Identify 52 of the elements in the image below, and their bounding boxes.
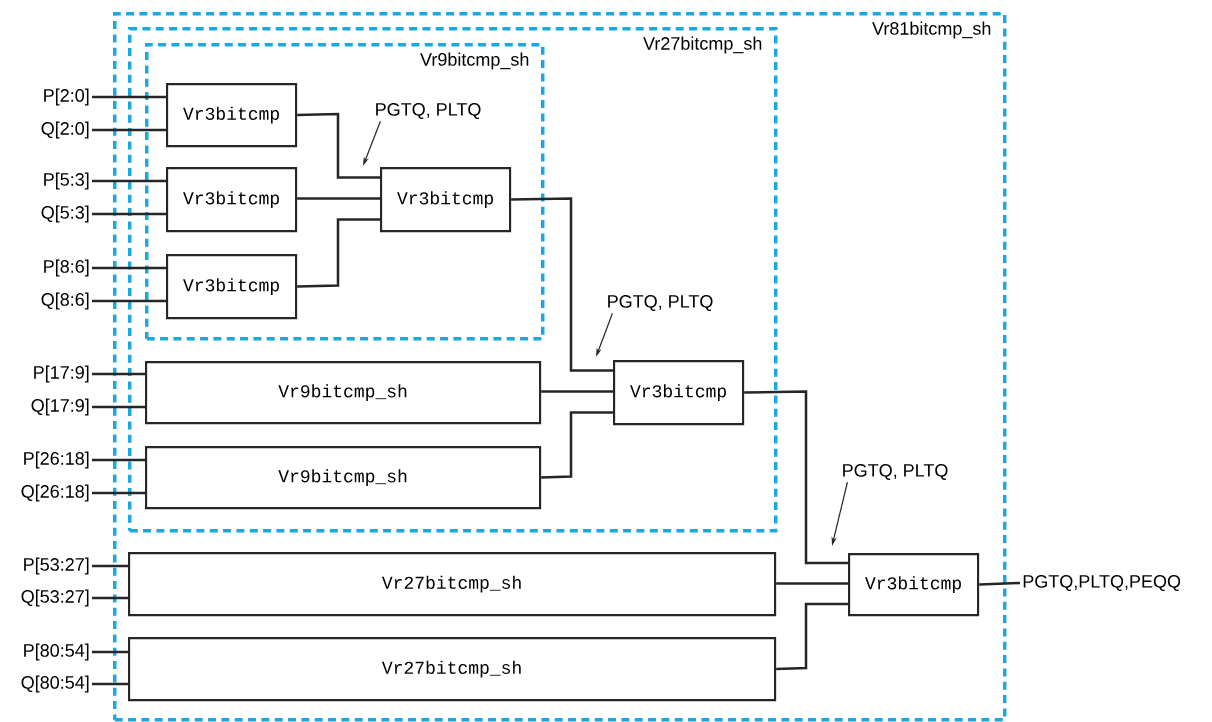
signal-label: Q[80:54]: [21, 675, 89, 693]
signal-label: P[5:3]: [44, 172, 89, 190]
module-box: Vr3bitcmp: [166, 83, 298, 148]
wire: [92, 95, 166, 99]
wire: [92, 372, 145, 376]
module-box: Vr3bitcmp: [166, 254, 298, 320]
signal-label: PGTQ, PLTQ: [843, 464, 948, 480]
module-box: Vr27bitcmp_sh: [128, 552, 777, 617]
wire: [92, 212, 166, 216]
wire: [92, 596, 128, 600]
module-box: Vr9bitcmp_sh: [145, 446, 542, 510]
wire: [541, 390, 613, 393]
module-box: Vr3bitcmp: [613, 360, 745, 426]
module-box: Vr9bitcmp_sh: [145, 361, 542, 425]
signal-label: Q[17:9]: [31, 398, 89, 416]
signal-label: P[26:18]: [24, 451, 89, 469]
wire: [92, 682, 128, 686]
wire: [744, 390, 848, 565]
module-box: Vr3bitcmp: [848, 553, 980, 617]
wire: [92, 299, 166, 303]
wire: [776, 582, 848, 585]
signal-label: Q[26:18]: [21, 484, 89, 502]
signal-label: P[8:6]: [44, 259, 89, 277]
signal-label: P[17:9]: [34, 365, 89, 383]
module-box: Vr3bitcmp: [380, 167, 512, 233]
wire: [92, 179, 166, 183]
wire: [92, 650, 128, 654]
signal-label: Q[2:0]: [41, 121, 89, 139]
wire: [92, 491, 145, 495]
module-box: Vr3bitcmp: [166, 167, 298, 233]
module-box: Vr27bitcmp_sh: [128, 637, 777, 702]
signal-label: P[2:0]: [44, 88, 89, 106]
wire: [776, 602, 848, 671]
signal-label: PGTQ,PLTQ,PEQQ: [1023, 575, 1181, 591]
signal-label: Q[5:3]: [41, 205, 89, 223]
wire: [297, 218, 380, 288]
wire: [92, 128, 166, 132]
wire: [297, 197, 380, 200]
wire: [92, 266, 166, 270]
signal-label: PGTQ, PLTQ: [608, 295, 713, 311]
wire: [297, 112, 380, 179]
signal-label: Q[53:27]: [21, 589, 89, 607]
wire: [541, 411, 613, 479]
wire: [92, 564, 128, 568]
wire: [92, 458, 145, 462]
wire: [979, 581, 1021, 586]
wire: [511, 197, 613, 372]
signal-label: P[53:27]: [24, 557, 89, 575]
signal-label: PGTQ, PLTQ: [376, 103, 481, 119]
wire: [92, 405, 145, 409]
signal-label: P[80:54]: [24, 643, 89, 661]
signal-label: Q[8:6]: [41, 292, 89, 310]
